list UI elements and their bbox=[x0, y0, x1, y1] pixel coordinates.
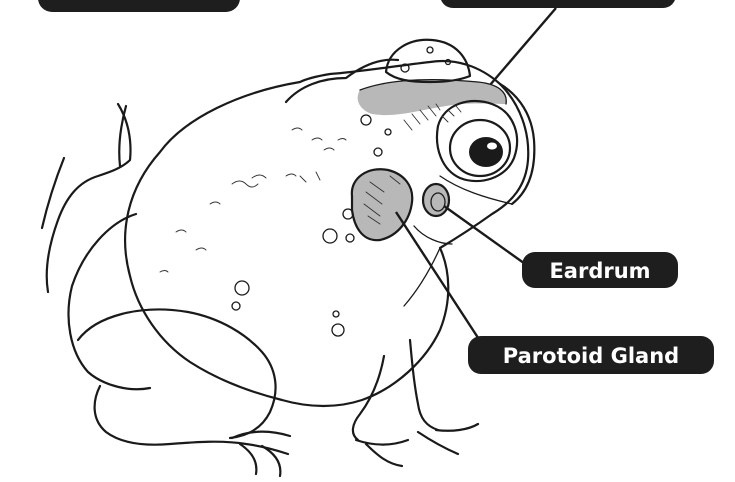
wart bbox=[332, 324, 344, 336]
top-right-label-pill bbox=[440, 0, 676, 8]
rear-leg-shin bbox=[119, 106, 126, 166]
wart bbox=[346, 234, 354, 242]
parotoid-gland bbox=[352, 169, 412, 240]
eye-glint bbox=[487, 143, 497, 150]
skin-texture bbox=[160, 128, 346, 272]
wart bbox=[361, 115, 371, 125]
hind-leg bbox=[69, 214, 276, 438]
wart bbox=[235, 281, 249, 295]
front-foot bbox=[356, 424, 478, 466]
wart bbox=[385, 129, 391, 135]
eye-pupil bbox=[469, 137, 503, 167]
wart bbox=[232, 302, 240, 310]
wart bbox=[427, 47, 433, 53]
wart bbox=[333, 311, 339, 317]
wart bbox=[323, 229, 337, 243]
toad-illustration bbox=[42, 40, 534, 476]
eardrum-leader-line bbox=[444, 206, 528, 266]
eardrum-label: Eardrum bbox=[522, 252, 678, 288]
parotoid-gland-label: Parotoid Gland bbox=[468, 336, 714, 374]
top-left-label-pill bbox=[38, 0, 240, 12]
wart bbox=[374, 148, 382, 156]
belly-line bbox=[404, 248, 440, 306]
hind-foot bbox=[95, 386, 290, 454]
wart bbox=[343, 209, 353, 219]
parotoid-gland-label-text: Parotoid Gland bbox=[503, 344, 679, 368]
eardrum-label-text: Eardrum bbox=[549, 259, 650, 283]
toad-body-outline bbox=[125, 61, 528, 406]
rear-leg-back bbox=[42, 104, 131, 292]
